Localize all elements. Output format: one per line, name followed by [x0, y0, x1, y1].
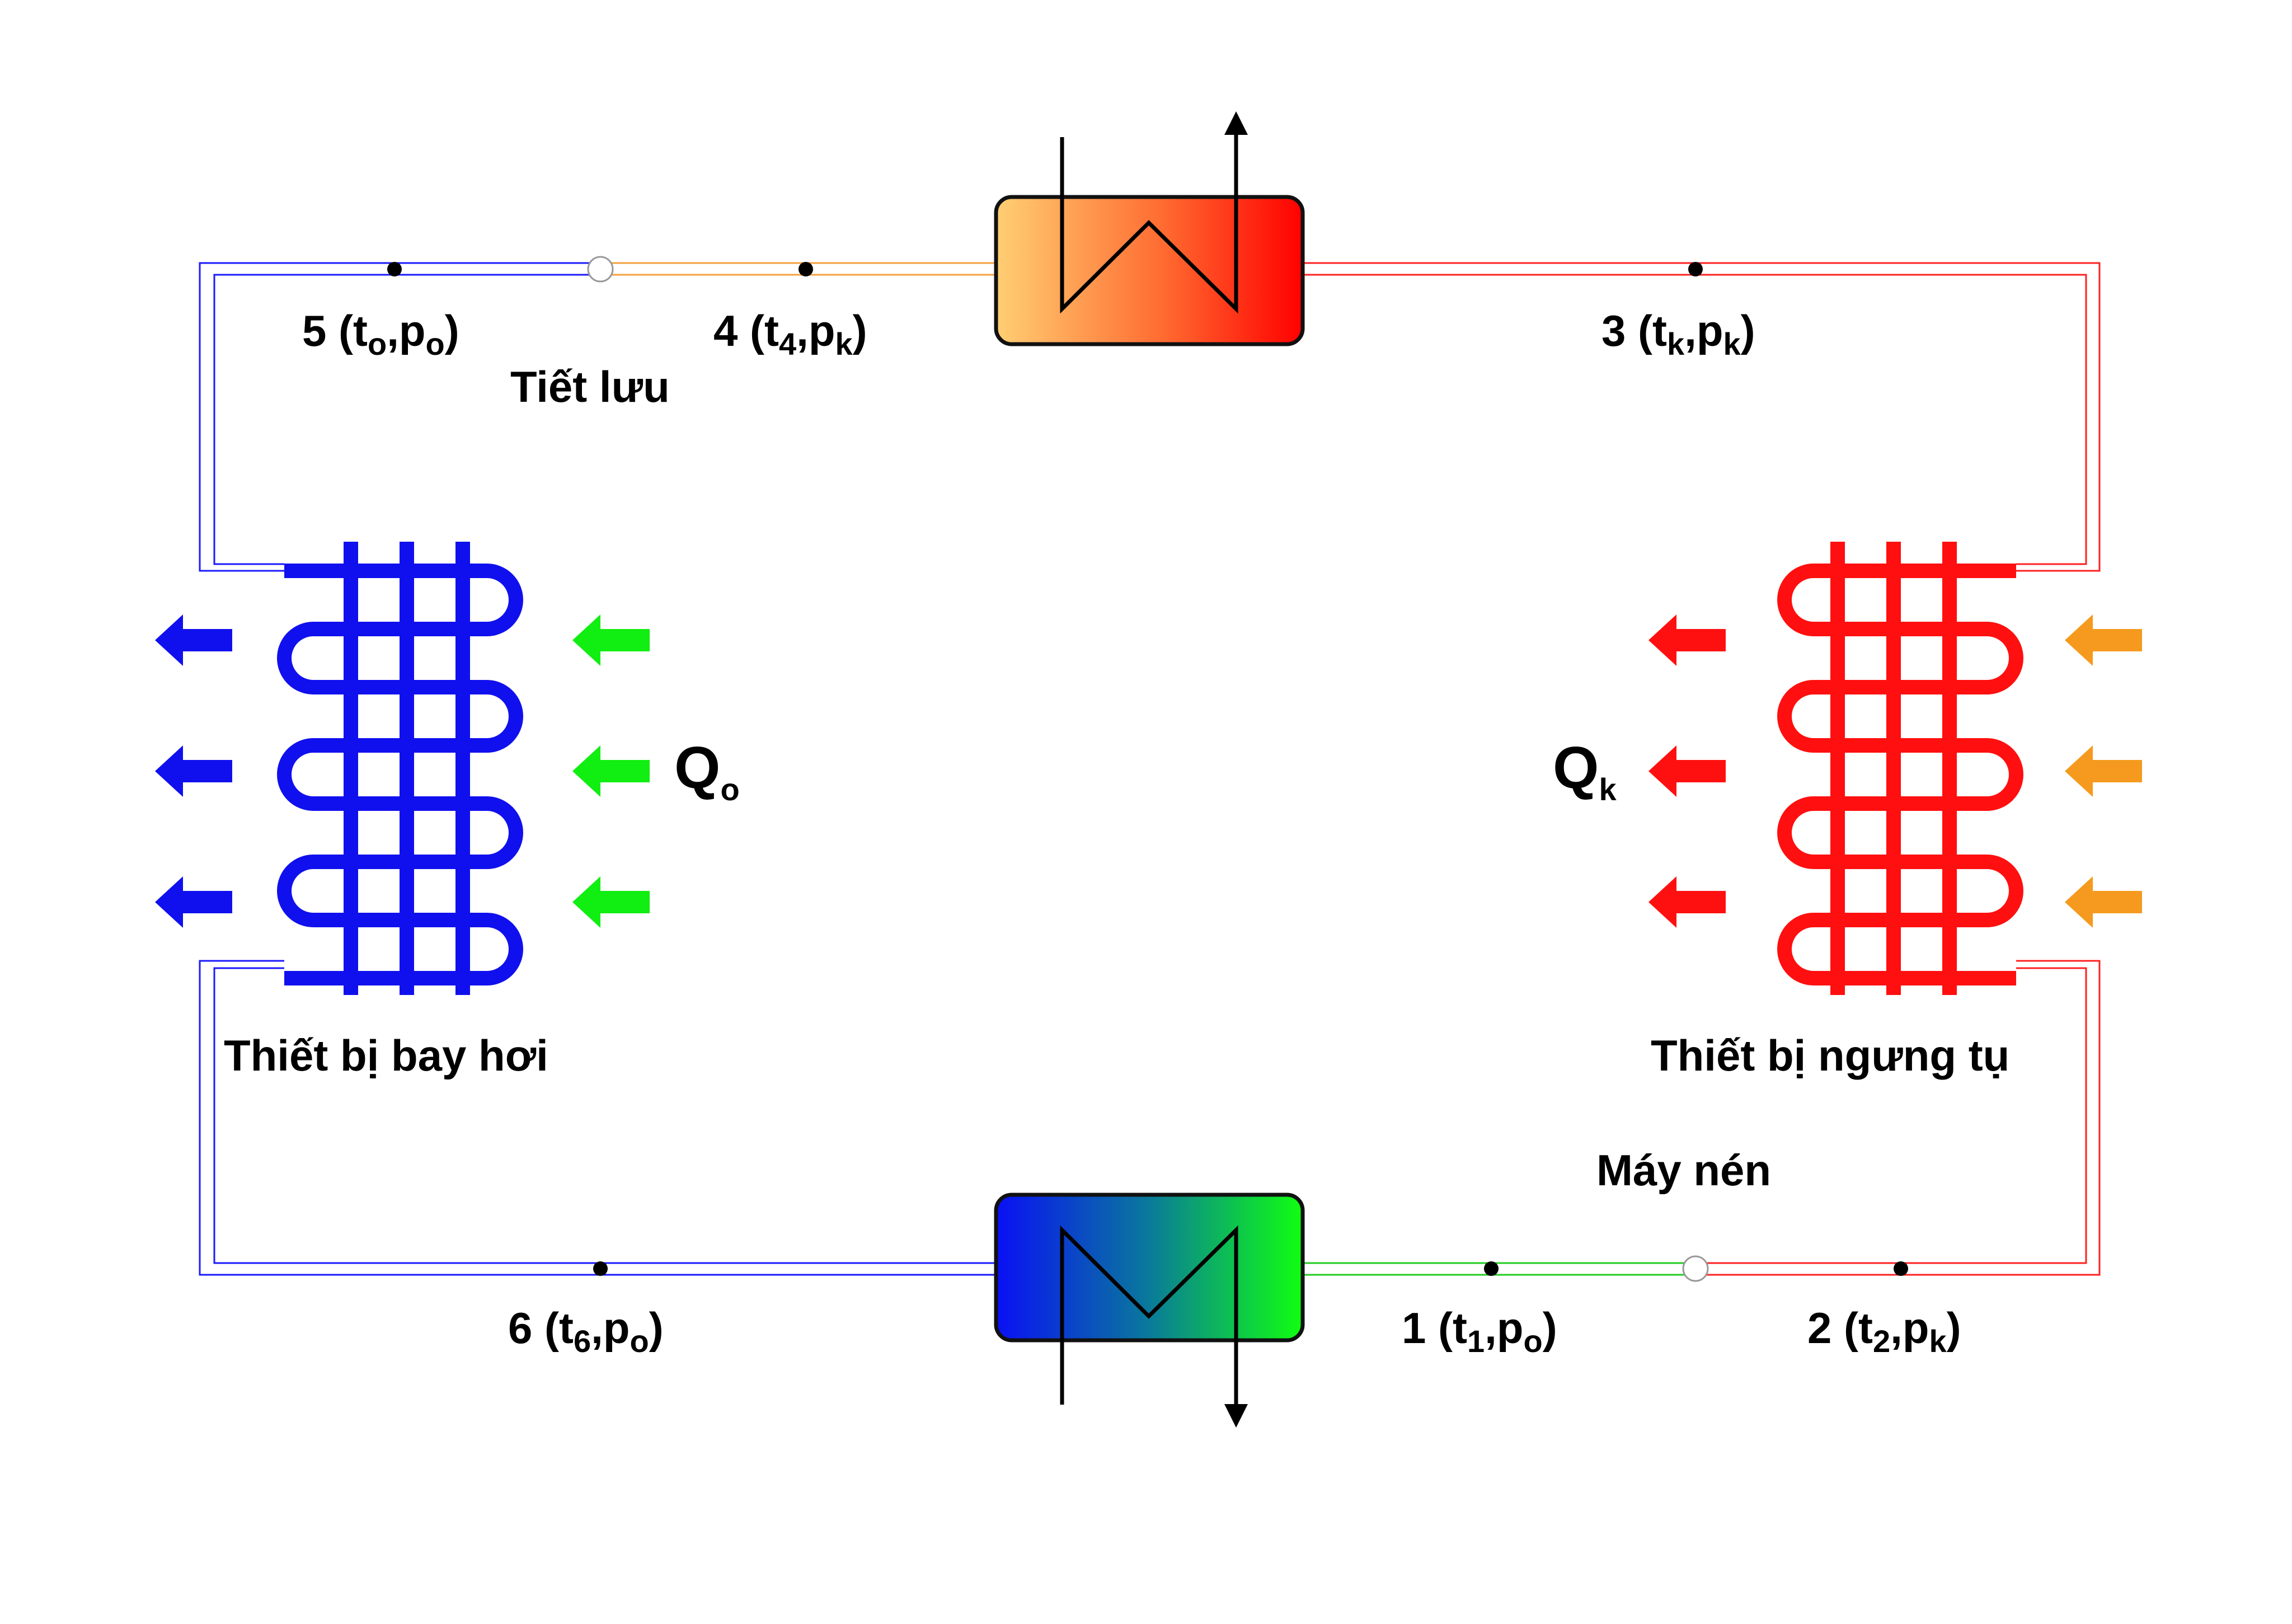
arrow-left-icon: [2065, 876, 2142, 928]
evaporator-heat-input-arrows: [572, 614, 650, 928]
compressor-label: Máy nén: [1596, 1146, 1771, 1195]
arrow-left-icon: [1648, 876, 1726, 928]
state-point-5-dot: [387, 262, 402, 276]
condenser-coil: [1777, 542, 2023, 995]
arrow-left-icon: [155, 876, 232, 928]
pipe-bottom-left: [199, 960, 996, 1276]
top-heat-exchanger: [994, 111, 1305, 346]
arrow-left-icon: [572, 745, 650, 797]
condenser-label: Thiết bị ngưng tụ: [1651, 1031, 2009, 1080]
qo-label: Qo: [674, 735, 740, 807]
state-point-2-dot: [1894, 1261, 1908, 1276]
arrow-left-icon: [1648, 745, 1726, 797]
evaporator-coil: [277, 542, 523, 995]
condenser-heat-output-arrows: [1648, 614, 1726, 928]
evaporator-outflow-arrows: [155, 614, 232, 928]
state-point-2-label: 2 (t2,pk): [1807, 1303, 1961, 1359]
state-point-1-label: 1 (t1,po): [1402, 1303, 1557, 1359]
qk-label: Qk: [1553, 735, 1617, 807]
expansion-valve-label: Tiết lưu: [510, 362, 670, 411]
expansion-valve-junction: [587, 256, 614, 283]
state-point-4-label: 4 (t4,pk): [713, 306, 867, 362]
arrow-left-icon: [572, 614, 650, 666]
arrow-left-icon: [572, 876, 650, 928]
arrow-left-icon: [2065, 614, 2142, 666]
evaporator-label: Thiết bị bay hơi: [224, 1031, 548, 1080]
arrow-left-icon: [2065, 745, 2142, 797]
state-point-5-label: 5 (to,po): [302, 306, 459, 362]
state-point-3-dot: [1688, 262, 1703, 276]
state-point-4-dot: [799, 262, 813, 276]
state-point-6-dot: [593, 1261, 608, 1276]
state-point-6-label: 6 (t6,po): [508, 1303, 664, 1359]
state-point-3-label: 3 (tk,pk): [1601, 306, 1755, 362]
arrow-left-icon: [155, 614, 232, 666]
pipe-bottom-right: [1701, 960, 2101, 1276]
state-point-1-dot: [1484, 1261, 1499, 1276]
condenser-inflow-arrows: [2065, 614, 2142, 928]
arrow-left-icon: [1648, 614, 1726, 666]
bottom-heat-exchanger: [994, 1193, 1305, 1428]
arrow-left-icon: [155, 745, 232, 797]
compressor-junction: [1682, 1255, 1709, 1282]
